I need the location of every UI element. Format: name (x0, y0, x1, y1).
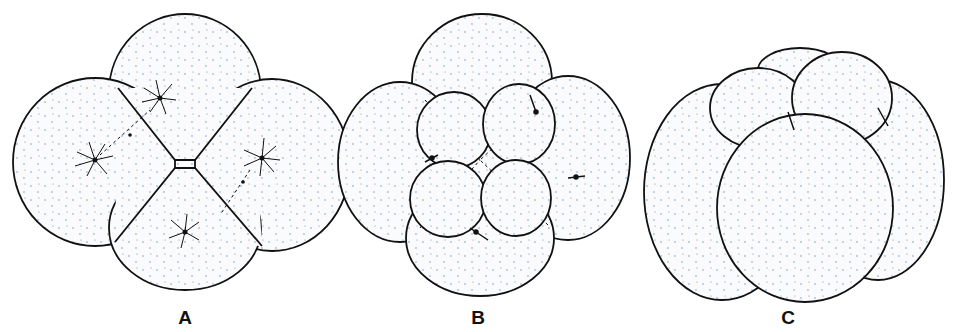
four-cell-embryo (13, 14, 350, 290)
panel-label: B (471, 307, 485, 329)
eight-cell-embryo-side-view (644, 48, 944, 302)
panel-label: A (178, 307, 192, 329)
eight-cell-embryo-top-view (338, 14, 630, 296)
panel-label: C (781, 307, 795, 329)
